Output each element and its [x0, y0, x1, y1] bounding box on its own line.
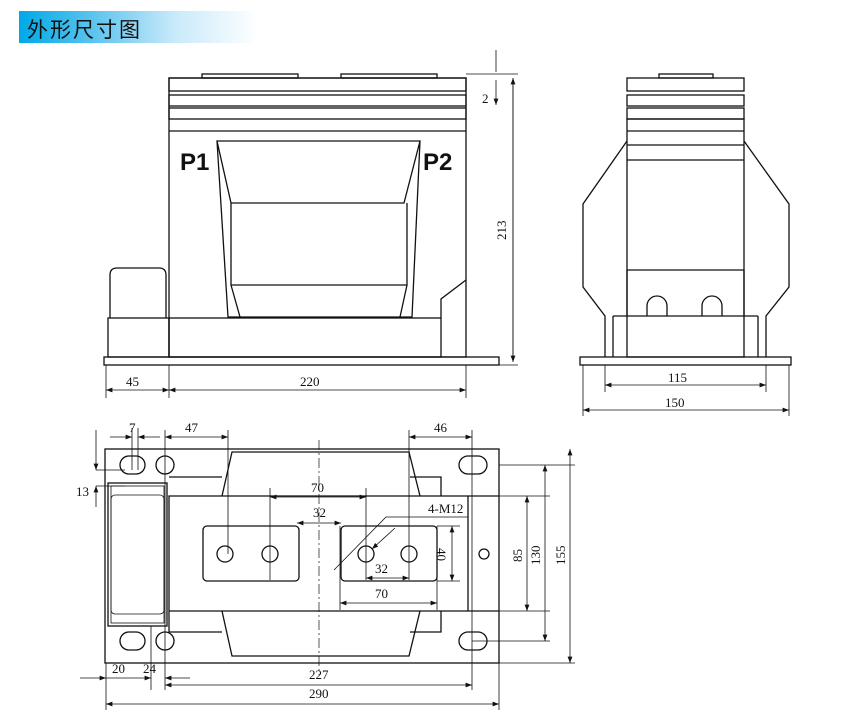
dim-13: 13 — [76, 484, 89, 499]
dim-height-213: 213 — [494, 221, 509, 241]
dim-70-bottom: 70 — [375, 586, 388, 601]
bolt-label: 4-M12 — [428, 501, 463, 516]
dim-290: 290 — [309, 686, 329, 701]
dim-24: 24 — [143, 661, 157, 676]
dim-width-220: 220 — [300, 374, 320, 389]
dim-115: 115 — [668, 370, 687, 385]
terminal-p2-label: P2 — [423, 149, 452, 176]
section-title: 外形尺寸图 — [27, 18, 142, 42]
dim-155: 155 — [553, 546, 568, 566]
dim-left-offset: 45 — [126, 374, 139, 389]
dim-85: 85 — [510, 549, 525, 562]
dim-47: 47 — [185, 420, 199, 435]
terminal-p1-label: P1 — [180, 149, 209, 176]
front-view: P1 P2 2 213 45 220 — [103, 50, 518, 398]
side-view: 115 150 — [579, 73, 792, 416]
dim-70-top: 70 — [311, 480, 324, 495]
section-title-banner: 外形尺寸图 — [19, 11, 259, 43]
dim-7: 7 — [129, 420, 136, 435]
dim-130: 130 — [528, 546, 543, 566]
mounting-slots — [119, 455, 488, 651]
dim-20: 20 — [112, 661, 125, 676]
dim-227: 227 — [309, 667, 329, 682]
dim-150: 150 — [665, 395, 685, 410]
plan-view: 7 47 46 13 70 32 4-M12 32 40 70 85 130 1… — [76, 420, 575, 710]
dim-46: 46 — [434, 420, 448, 435]
dim-32-top: 32 — [313, 505, 326, 520]
dim-top-gap: 2 — [482, 91, 489, 106]
dim-32-bottom: 32 — [375, 561, 388, 576]
dim-40: 40 — [434, 548, 449, 561]
